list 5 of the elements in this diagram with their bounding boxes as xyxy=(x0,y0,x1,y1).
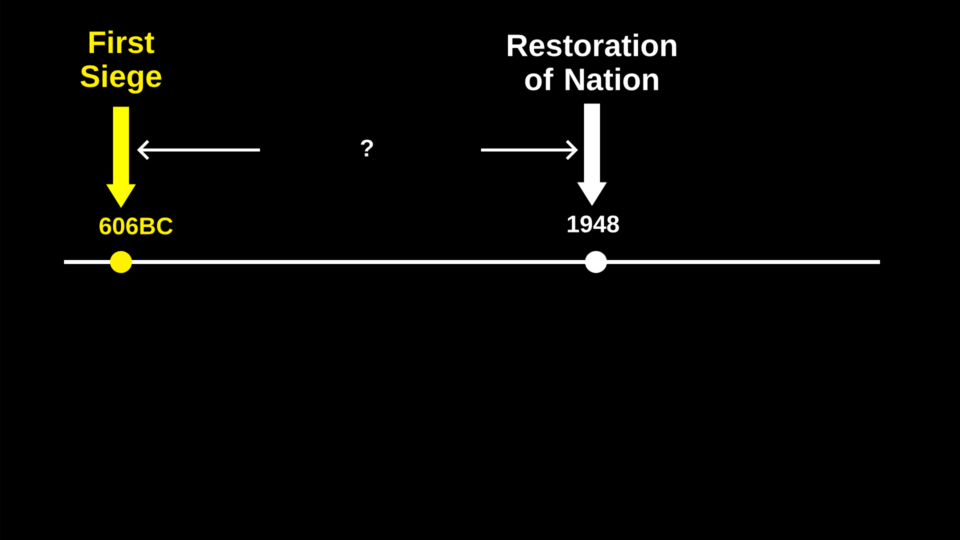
year-label: 606BC xyxy=(100,218,173,234)
year-label: 1948 xyxy=(568,216,619,232)
event-heading: Restoration of Nation xyxy=(508,34,676,90)
question-mark: ? xyxy=(360,140,373,156)
event-heading: First Siege xyxy=(80,30,162,94)
